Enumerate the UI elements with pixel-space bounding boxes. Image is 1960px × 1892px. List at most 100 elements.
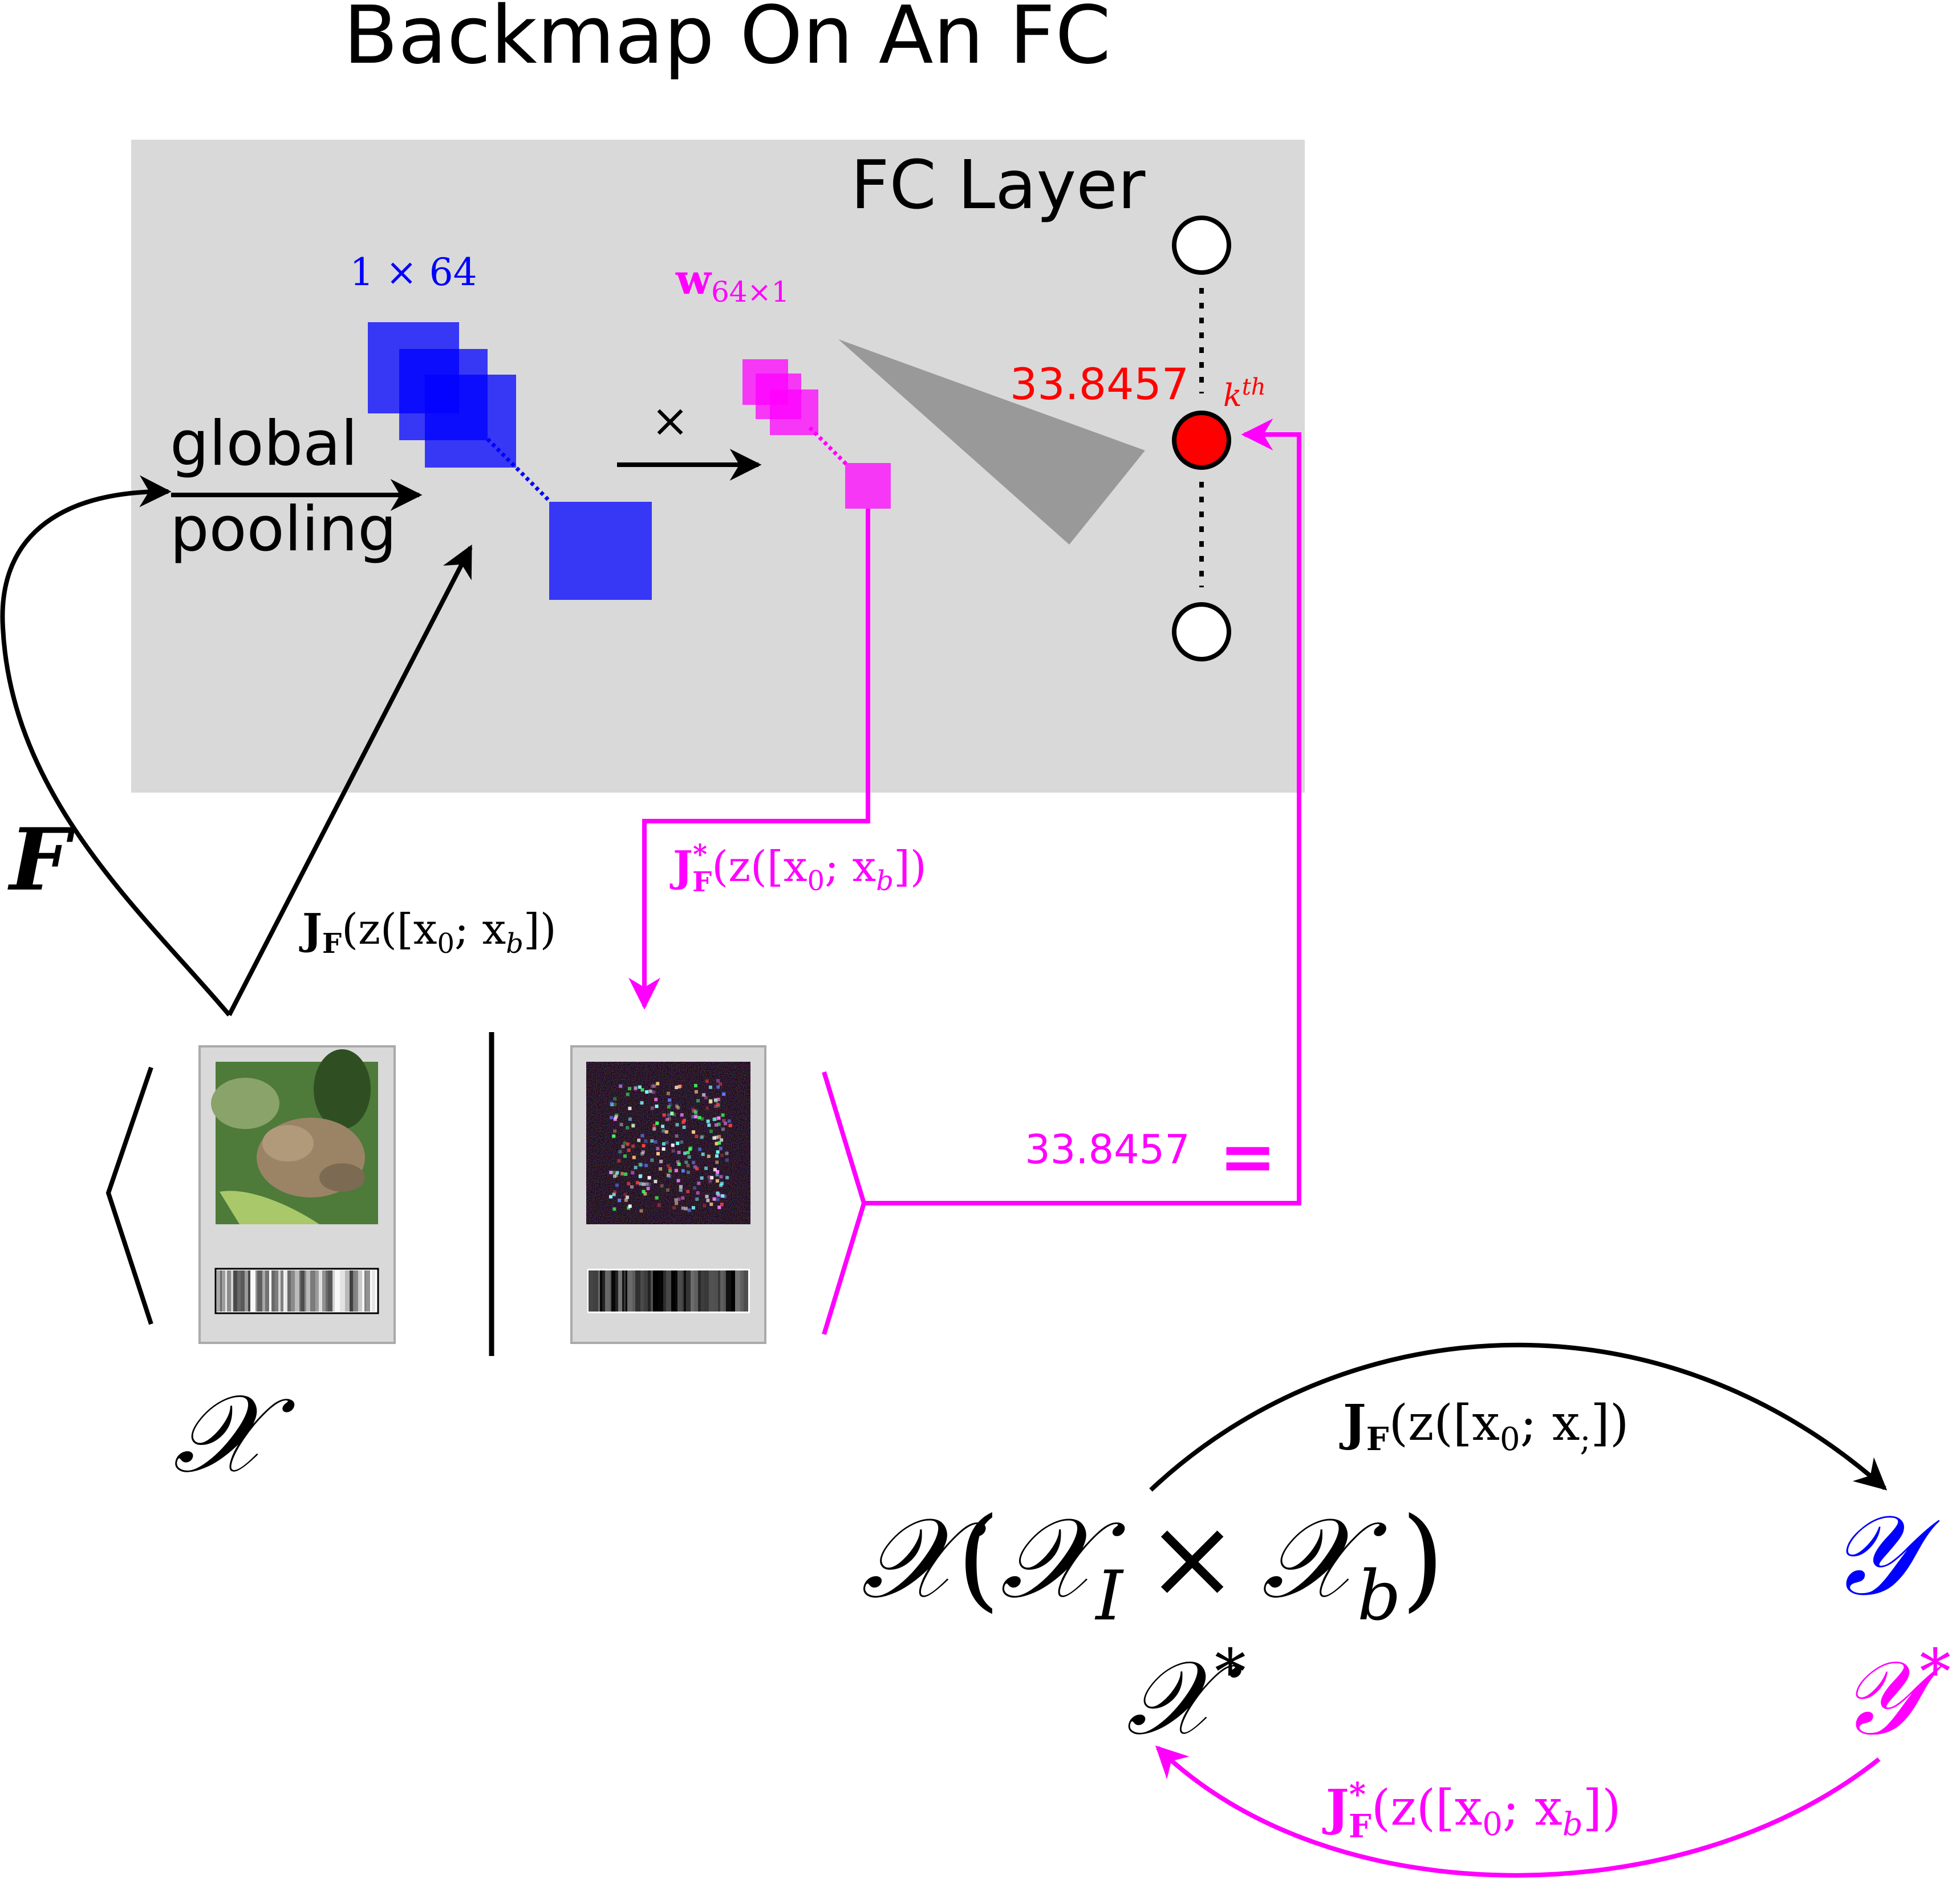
noise-speckle bbox=[703, 1204, 707, 1208]
barcode-bar bbox=[306, 1270, 310, 1312]
page-title: Backmap On An FC bbox=[343, 0, 1111, 82]
barcode-bar bbox=[635, 1270, 640, 1312]
barcode-bar bbox=[227, 1270, 231, 1312]
right-angle-bracket bbox=[822, 1071, 867, 1335]
noise-speckle bbox=[691, 1206, 695, 1210]
noise-speckle bbox=[709, 1202, 713, 1206]
noise-speckle bbox=[659, 1167, 663, 1171]
barcode-bar bbox=[615, 1270, 618, 1312]
noise-speckle bbox=[613, 1102, 617, 1106]
kth-index: kth bbox=[1223, 374, 1266, 413]
noise-speckle bbox=[719, 1082, 723, 1086]
barcode-bar bbox=[644, 1270, 648, 1312]
noise-speckle bbox=[684, 1160, 688, 1164]
noise-speckle bbox=[694, 1115, 698, 1119]
noise-speckle bbox=[701, 1152, 705, 1156]
pooling-label-top: global bbox=[170, 408, 358, 480]
noise-speckle bbox=[688, 1147, 692, 1151]
noise-speckle bbox=[722, 1092, 726, 1096]
input-image-card bbox=[198, 1045, 396, 1344]
noise-speckle bbox=[716, 1170, 720, 1174]
noise-speckle bbox=[613, 1097, 617, 1101]
barcode-bar bbox=[632, 1270, 635, 1312]
noise-speckle bbox=[705, 1106, 709, 1110]
barcode-bar bbox=[622, 1270, 624, 1312]
barcode-bar bbox=[269, 1270, 271, 1312]
noise-speckle bbox=[609, 1195, 613, 1199]
noise-speckle bbox=[664, 1130, 668, 1134]
noise-speckle bbox=[684, 1207, 688, 1211]
noise-speckle bbox=[652, 1123, 656, 1127]
noise-speckle bbox=[682, 1125, 686, 1129]
left-angle-bracket bbox=[105, 1066, 153, 1325]
noise-speckle bbox=[716, 1103, 720, 1107]
noise-speckle bbox=[700, 1135, 704, 1139]
noise-speckle bbox=[670, 1111, 674, 1115]
noise-speckle bbox=[650, 1158, 654, 1162]
barcode-bar bbox=[250, 1270, 255, 1312]
noise-speckle bbox=[668, 1167, 672, 1171]
noise-speckle bbox=[668, 1175, 672, 1179]
dual-domain-symbol: 𝒳* bbox=[1126, 1635, 1246, 1758]
barcode-bar bbox=[658, 1270, 663, 1312]
noise-speckle bbox=[634, 1166, 638, 1170]
noise-speckle bbox=[623, 1154, 627, 1158]
barcode-bar bbox=[740, 1270, 744, 1312]
noise-speckle bbox=[642, 1182, 646, 1186]
noise-speckle bbox=[638, 1175, 642, 1179]
barcode-bar bbox=[345, 1270, 350, 1312]
barcode-bar bbox=[744, 1270, 748, 1312]
noise-speckle bbox=[647, 1176, 651, 1180]
barcode-bar bbox=[698, 1270, 701, 1312]
pooling-label-bottom: pooling bbox=[170, 494, 397, 565]
noise-speckle bbox=[675, 1086, 679, 1090]
noise-speckle bbox=[644, 1139, 648, 1143]
noise-speckle bbox=[654, 1179, 658, 1183]
noise-speckle bbox=[693, 1083, 697, 1087]
noise-speckle bbox=[693, 1165, 697, 1169]
equals-value: 33.8457 bbox=[1025, 1126, 1190, 1173]
barcode-bar bbox=[265, 1270, 269, 1312]
noise-speckle bbox=[695, 1134, 699, 1138]
noise-speckle bbox=[627, 1182, 631, 1185]
noise-speckle bbox=[652, 1090, 656, 1094]
noise-speckle bbox=[714, 1098, 718, 1102]
noise-speckle bbox=[626, 1093, 630, 1097]
noise-speckle bbox=[696, 1099, 700, 1103]
noise-speckle bbox=[643, 1192, 647, 1196]
noise-speckle bbox=[682, 1119, 686, 1123]
barcode-bar bbox=[671, 1270, 675, 1312]
noise-speckle bbox=[724, 1122, 728, 1126]
barcode-bar bbox=[358, 1270, 362, 1312]
barcode-bar bbox=[718, 1270, 720, 1312]
barcode-bar bbox=[262, 1270, 265, 1312]
noise-speckle bbox=[704, 1166, 708, 1170]
noise-speckle bbox=[621, 1144, 625, 1148]
barcode-bar bbox=[237, 1270, 241, 1312]
jacobian-adjoint-path bbox=[628, 509, 870, 1010]
noise-speckle bbox=[705, 1195, 709, 1199]
noise-speckle bbox=[652, 1084, 656, 1088]
noise-speckle bbox=[614, 1173, 618, 1177]
noise-speckle bbox=[640, 1152, 644, 1156]
bottom-adjoint-arrow bbox=[1155, 1745, 1881, 1878]
noise-speckle bbox=[631, 1123, 635, 1127]
barcode-bar bbox=[291, 1270, 295, 1312]
noise-speckle bbox=[650, 1106, 654, 1110]
noise-speckle bbox=[617, 1159, 621, 1163]
fc-weights-wedge bbox=[838, 339, 1145, 545]
barcode-bar bbox=[720, 1270, 724, 1312]
noise-speckle bbox=[655, 1105, 659, 1109]
noise-speckle bbox=[687, 1155, 691, 1159]
noise-speckle bbox=[665, 1188, 669, 1192]
noise-speckle bbox=[647, 1183, 651, 1187]
noise-speckle bbox=[639, 1209, 643, 1213]
barcode-bar bbox=[675, 1270, 677, 1312]
noise-speckle bbox=[645, 1182, 649, 1186]
barcode-bar bbox=[682, 1270, 684, 1312]
noise-speckle bbox=[727, 1119, 731, 1123]
noise-speckle bbox=[671, 1143, 675, 1147]
noise-speckle bbox=[666, 1091, 670, 1095]
codomain-symbol: 𝒴 bbox=[1828, 1491, 1940, 1620]
barcode-bar bbox=[332, 1270, 335, 1312]
